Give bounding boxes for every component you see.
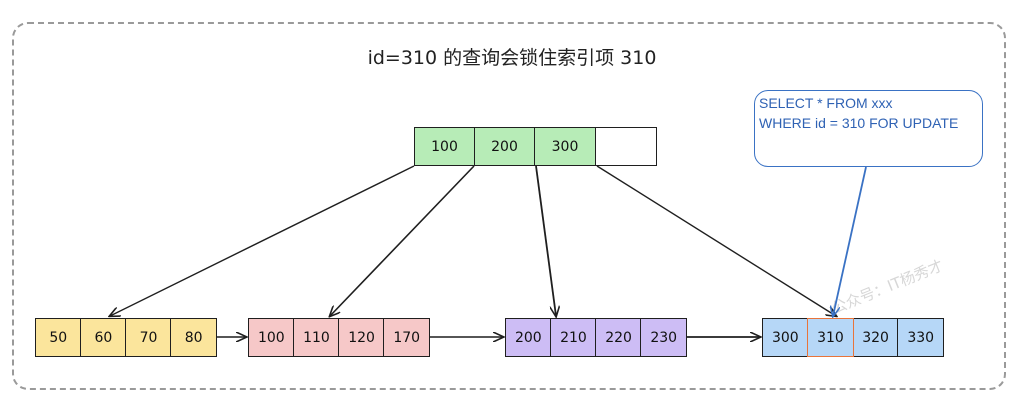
arrow-callout-to-310 <box>833 166 867 316</box>
sql-callout: SELECT * FROM xxx WHERE id = 310 FOR UPD… <box>754 90 983 167</box>
root-key-0: 100 <box>414 127 475 166</box>
root-node: 100 200 300 <box>414 127 657 166</box>
leaf-1-key-3: 170 <box>383 318 430 357</box>
leaf-node-2: 200 210 220 230 <box>505 318 687 357</box>
leaf-3-key-0: 300 <box>762 318 809 357</box>
leaf-3-key-2: 320 <box>852 318 899 357</box>
leaf-3-key-3: 330 <box>897 318 944 357</box>
leaf-3-key-1-locked: 310 <box>807 318 854 357</box>
leaf-node-0: 50 60 70 80 <box>35 318 217 357</box>
leaf-2-key-3: 230 <box>640 318 687 357</box>
sql-callout-line-1: SELECT * FROM xxx <box>759 95 893 111</box>
leaf-2-key-1: 210 <box>550 318 597 357</box>
leaf-1-key-1: 110 <box>293 318 340 357</box>
leaf-0-key-3: 80 <box>170 318 217 357</box>
arrow-root-to-leaf-1 <box>330 165 475 316</box>
root-key-empty <box>594 127 657 166</box>
leaf-1-key-0: 100 <box>248 318 295 357</box>
diagram-frame <box>12 22 1006 390</box>
arrow-root-to-leaf-0 <box>110 165 415 316</box>
diagram-title: id=310 的查询会锁住索引项 310 <box>367 47 657 69</box>
leaf-node-3: 300 310 320 330 <box>762 318 944 357</box>
sql-callout-line-2: WHERE id = 310 FOR UPDATE <box>759 115 959 131</box>
arrow-root-to-leaf-3 <box>596 165 836 316</box>
leaf-0-key-1: 60 <box>80 318 127 357</box>
arrow-root-to-leaf-2 <box>535 165 556 316</box>
leaf-node-1: 100 110 120 170 <box>248 318 430 357</box>
root-key-2: 300 <box>534 127 596 166</box>
